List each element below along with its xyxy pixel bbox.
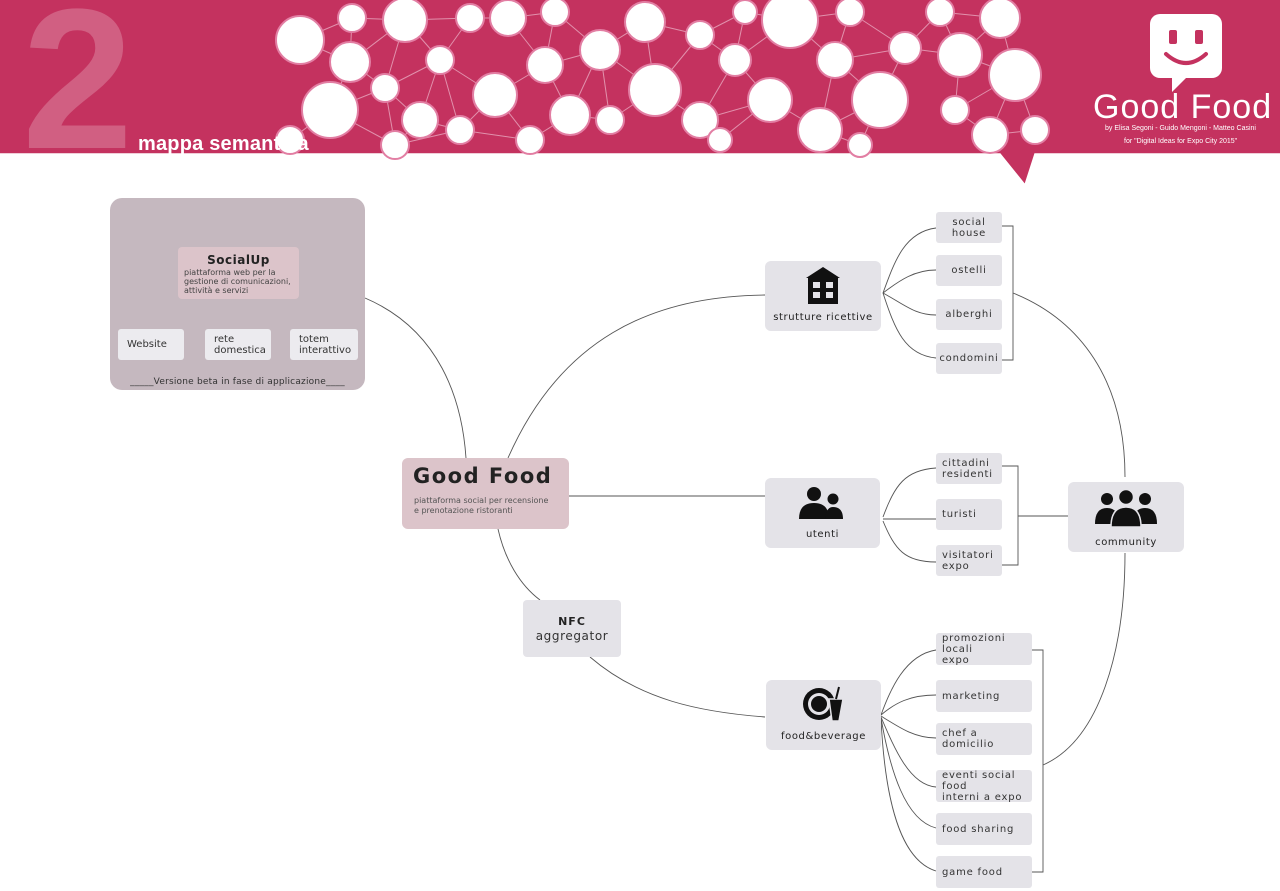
header-bubble [275, 15, 325, 65]
header-bubble [380, 130, 410, 160]
socialup-title: SocialUp [207, 253, 270, 267]
socialup-item-website[interactable]: Website [118, 329, 184, 360]
header-bubble [455, 3, 485, 33]
good-food-node[interactable]: Good Food piattaforma social per recensi… [402, 458, 569, 529]
header-bubble [301, 81, 359, 139]
nfc-title: NFC [558, 615, 586, 628]
link-core-nfc [497, 528, 541, 601]
header-bubble [979, 0, 1021, 39]
leaf-social-house[interactable]: social house [936, 212, 1002, 243]
hub-food-beverage[interactable]: food&beverage [766, 680, 881, 750]
header-bubble [718, 43, 752, 77]
header-bubble [1020, 115, 1050, 145]
leaf-chef-a-domicilio[interactable]: chef a domicilio [936, 723, 1032, 755]
header-bubble [445, 115, 475, 145]
link-core-strutture [507, 294, 766, 459]
header-bubble [515, 125, 545, 155]
header-bubble [816, 41, 854, 79]
logo-credits: by Elisa Segoni - Guido Mengoni - Matteo… [1105, 125, 1256, 132]
header-bubble [888, 31, 922, 65]
leaf-game-food[interactable]: game food [936, 856, 1032, 888]
users-icon [799, 487, 843, 519]
nfc-aggregator-node[interactable]: NFC aggregator [523, 600, 621, 657]
smiley-logo-icon [1150, 14, 1222, 92]
header-bubble [628, 63, 682, 117]
section-number: 2 [22, 0, 134, 191]
socialup-note: _____Versione beta in fase di applicazio… [130, 377, 345, 387]
hub-food-label: food&beverage [780, 731, 866, 742]
header-bubble [940, 95, 970, 125]
leaf-food-sharing[interactable]: food sharing [936, 813, 1032, 845]
header-bubble [707, 127, 733, 153]
link-socialup-core [364, 297, 467, 459]
link-nfc-food [589, 656, 766, 718]
plate-cup-icon [803, 686, 844, 722]
hub-community[interactable]: community [1068, 482, 1184, 552]
header-bubble [472, 72, 518, 118]
hub-strutture-label: strutture ricettive [773, 312, 873, 323]
header-background [0, 0, 1280, 187]
header-bubble [988, 48, 1042, 102]
header-bubble [382, 0, 428, 43]
header-bubble [549, 94, 591, 136]
header-bubble [624, 1, 666, 43]
socialup-description: piattaforma web per la gestione di comun… [184, 268, 291, 295]
hub-utenti-label: utenti [805, 529, 840, 540]
header-bubble [681, 101, 719, 139]
logo-credits-for: for "Digital Ideas for Expo City 2015" [1124, 138, 1238, 145]
header-bubble [540, 0, 570, 27]
leaf-marketing[interactable]: marketing [936, 680, 1032, 712]
section-title: mappa semantica [138, 133, 309, 155]
header-bubble [329, 41, 371, 83]
header-bubble [797, 107, 843, 153]
nfc-subtitle: aggregator [535, 629, 609, 643]
socialup-node[interactable]: SocialUp piattaforma web per la gestione… [178, 247, 299, 299]
header-bubble [526, 46, 564, 84]
header-bubble [851, 71, 909, 129]
header-bubble [370, 73, 400, 103]
leaf-alberghi[interactable]: alberghi [936, 299, 1002, 330]
leaf-condomini[interactable]: condomini [936, 343, 1002, 374]
header-bubble [747, 77, 793, 123]
hub-community-label: community [1095, 537, 1157, 548]
header-bubble [925, 0, 955, 27]
hub-strutture-ricettive[interactable]: strutture ricettive [765, 261, 881, 331]
header-bubble [275, 125, 305, 155]
leaf-ostelli[interactable]: ostelli [936, 255, 1002, 286]
leaf-turisti[interactable]: turisti [936, 499, 1002, 530]
header-bubble [937, 32, 983, 78]
header-bubble [847, 132, 873, 158]
header-bubble [401, 101, 439, 139]
header-bubble [835, 0, 865, 27]
header-bubble [595, 105, 625, 135]
logo-title: Good Food [1093, 88, 1273, 126]
good-food-description: piattaforma social per recensione e pren… [414, 496, 549, 515]
good-food-title: Good Food [413, 464, 553, 488]
header-bubble [971, 116, 1009, 154]
hub-utenti[interactable]: utenti [765, 478, 880, 548]
header-bubble [761, 0, 819, 49]
header-bubble [337, 3, 367, 33]
header-bubble [579, 29, 621, 71]
header-bubble [425, 45, 455, 75]
community-icon [1095, 488, 1157, 528]
header-banner: 2 mappa semantica Good Food by Elisa Seg… [0, 0, 1280, 190]
header-bubble [732, 0, 758, 25]
building-icon [806, 267, 840, 304]
header-bubble [489, 0, 527, 37]
header-bubble [685, 20, 715, 50]
